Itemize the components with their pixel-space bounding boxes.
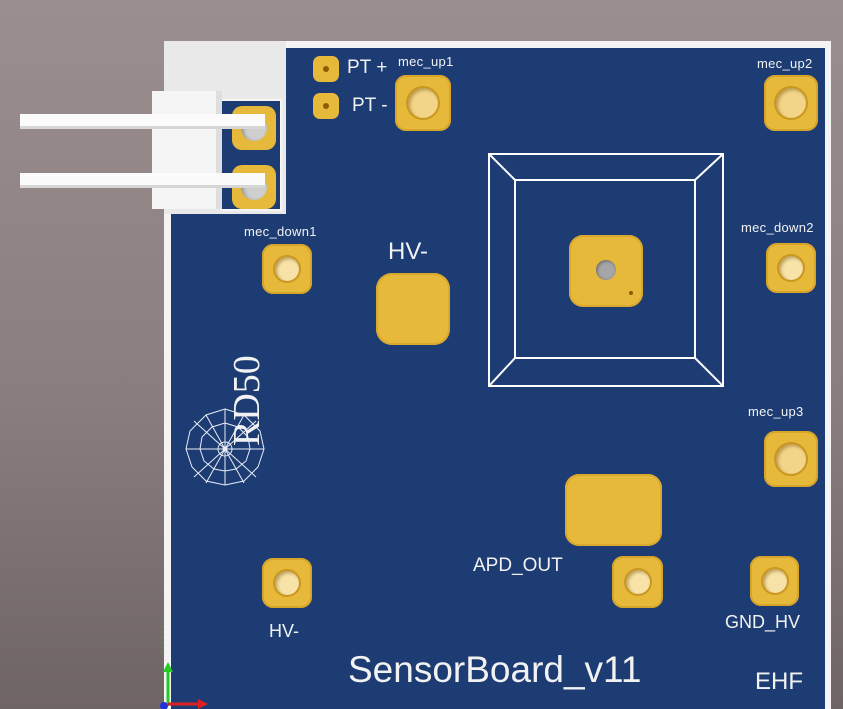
- mec-down1-label: mec_down1: [244, 224, 317, 239]
- hv-minus-pad[interactable]: [262, 558, 312, 608]
- mec-down2-pad[interactable]: [766, 243, 816, 293]
- sensor-frame-outline[interactable]: [488, 153, 726, 389]
- pt-minus-label: PT -: [352, 95, 388, 116]
- apd-out-pad[interactable]: [612, 556, 663, 608]
- pin1-marker: [629, 291, 633, 295]
- hv-minus-smd-pad[interactable]: [376, 273, 450, 345]
- mec-up1-label: mec_up1: [398, 54, 454, 69]
- mec-up3-label: mec_up3: [748, 404, 804, 419]
- rd50-logo-icon: [185, 408, 265, 486]
- hv-minus-bottom-label: HV-: [269, 621, 300, 641]
- apd-out-smd-pad[interactable]: [565, 474, 662, 546]
- vendor-label: EHF: [755, 668, 803, 695]
- pt-plus-pad[interactable]: [313, 56, 339, 82]
- board-title: SensorBoard_v11: [348, 649, 642, 690]
- mec-up3-pad[interactable]: [764, 431, 818, 487]
- sensor-center-pad[interactable]: [569, 235, 643, 307]
- axis-gizmo-icon[interactable]: [150, 626, 230, 709]
- gnd-hv-label: GND_HV: [725, 612, 801, 632]
- mec-down2-label: mec_down2: [741, 220, 814, 235]
- sensor-via: [596, 260, 616, 280]
- hv-minus-top-label: HV-: [388, 238, 429, 265]
- connector-housing[interactable]: [152, 91, 222, 209]
- mec-up2-pad[interactable]: [764, 75, 818, 131]
- gnd-hv-pad[interactable]: [750, 556, 799, 606]
- mec-down1-pad[interactable]: [262, 244, 312, 294]
- mec-up1-pad[interactable]: [395, 75, 451, 131]
- pt-minus-pad[interactable]: [313, 93, 339, 119]
- apd-out-label: APD_OUT: [473, 555, 563, 576]
- connector-pin-2: [20, 173, 265, 188]
- connector-pin-1: [20, 114, 265, 129]
- pt-plus-label: PT +: [347, 57, 388, 78]
- mec-up2-label: mec_up2: [757, 56, 813, 71]
